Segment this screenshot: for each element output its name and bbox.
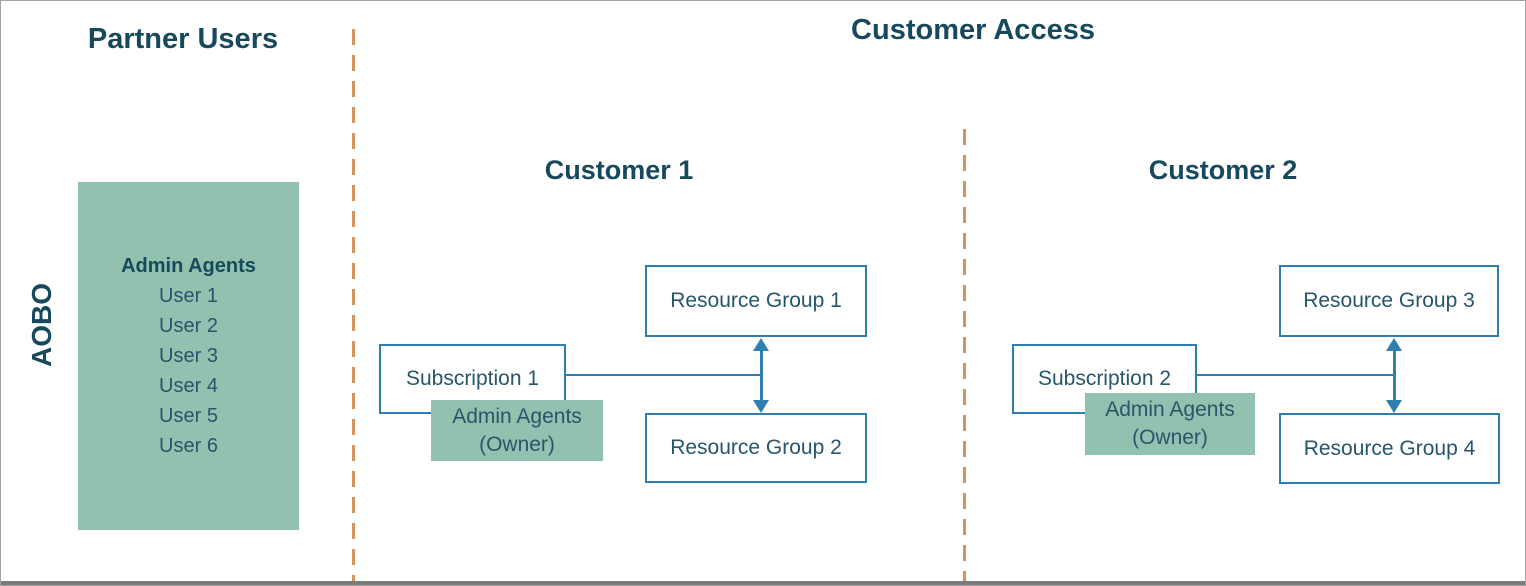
resource-group-3-label: Resource Group 3 bbox=[1303, 289, 1475, 312]
subscription1-connector-line bbox=[564, 374, 761, 376]
customer-access-title: Customer Access bbox=[851, 14, 1095, 46]
resource-group-2-box: Resource Group 2 bbox=[645, 413, 867, 483]
admin-agents-group-title: Admin Agents bbox=[121, 255, 256, 277]
partner-users-title: Partner Users bbox=[87, 23, 279, 55]
admin-agent-user: User 2 bbox=[159, 315, 218, 337]
admin-agent-user: User 1 bbox=[159, 285, 218, 307]
resource-group-4-box: Resource Group 4 bbox=[1279, 413, 1500, 484]
customer-1-title: Customer 1 bbox=[544, 155, 694, 185]
arrowhead-down-icon bbox=[1386, 400, 1402, 413]
arrowhead-up-icon bbox=[753, 338, 769, 351]
resource-group-2-label: Resource Group 2 bbox=[670, 436, 842, 459]
admin-agents-owner-badge-2: Admin Agents (Owner) bbox=[1085, 393, 1255, 455]
resource-group-arrow-stem bbox=[1393, 347, 1396, 403]
owner-badge-line2: (Owner) bbox=[1132, 426, 1208, 449]
resource-group-1-label: Resource Group 1 bbox=[670, 289, 842, 312]
aobo-label: AOBO bbox=[26, 283, 57, 367]
owner-badge-line2: (Owner) bbox=[479, 432, 555, 456]
admin-agent-user: User 4 bbox=[159, 375, 218, 397]
customer-2-title: Customer 2 bbox=[1148, 155, 1298, 185]
resource-group-1-box: Resource Group 1 bbox=[645, 265, 867, 337]
partner-customer-divider-line bbox=[352, 29, 355, 581]
resource-group-arrow-stem bbox=[760, 347, 763, 403]
customer1-customer2-divider-line bbox=[963, 129, 966, 581]
bottom-edge-bar bbox=[1, 581, 1525, 585]
resource-group-3-box: Resource Group 3 bbox=[1279, 265, 1499, 337]
arrowhead-down-icon bbox=[753, 400, 769, 413]
owner-badge-line1: Admin Agents bbox=[452, 404, 582, 428]
admin-agent-user: User 3 bbox=[159, 345, 218, 367]
subscription2-connector-line bbox=[1195, 374, 1394, 376]
resource-group-4-label: Resource Group 4 bbox=[1303, 436, 1476, 460]
admin-agent-user: User 6 bbox=[159, 435, 218, 457]
admin-agents-group-box: Admin Agents User 1 User 2 User 3 User 4… bbox=[78, 182, 299, 530]
admin-agents-owner-badge-1: Admin Agents (Owner) bbox=[431, 400, 603, 461]
arrowhead-up-icon bbox=[1386, 338, 1402, 351]
admin-agent-user: User 5 bbox=[159, 405, 218, 427]
owner-badge-line1: Admin Agents bbox=[1105, 398, 1235, 421]
subscription-1-label: Subscription 1 bbox=[405, 367, 540, 390]
subscription-2-label: Subscription 2 bbox=[1037, 367, 1172, 390]
